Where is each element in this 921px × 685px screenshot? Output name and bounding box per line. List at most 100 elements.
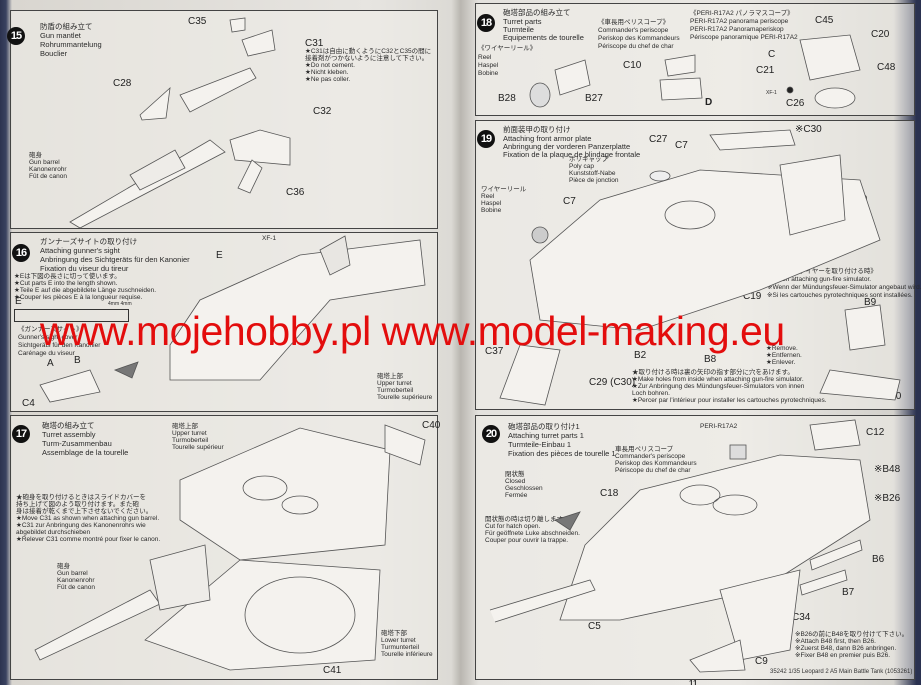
label-line: 砲身	[29, 152, 42, 159]
label-line: Gunner's sight cover	[18, 334, 78, 341]
part-c32: C32	[313, 106, 332, 117]
label-line: Fût de canon	[29, 173, 67, 180]
label-line: Commander's periscope	[598, 27, 669, 34]
part-c7: C7	[675, 140, 688, 151]
label-line: 閉状態	[505, 471, 525, 478]
part-c30: C30	[883, 391, 902, 402]
label-line: PERI-R17A2 panorama periscope	[690, 18, 789, 25]
part-c37: C37	[485, 346, 504, 357]
label-line: Geschlossen	[505, 485, 543, 492]
note-line: ※When attaching gun-fire simulator.	[767, 276, 872, 283]
step-17-title-en: Turret assembly	[42, 430, 96, 439]
label-line: Turmoberteil	[377, 387, 414, 394]
label-line: Kanonenrohr	[29, 166, 67, 173]
note-line: ★Move C31 as shown when attaching gun ba…	[16, 515, 160, 522]
part-b9: B9	[864, 297, 877, 308]
note-line: ※Fixer B48 en premier puis B26.	[795, 652, 891, 659]
label-line: Haspel	[478, 62, 499, 69]
part-c: C	[768, 49, 776, 60]
note-line: ★Eは下図の長さに切って使います。	[14, 273, 121, 280]
part-c4: C4	[22, 398, 35, 409]
label-line: Bobine	[478, 70, 499, 77]
note-line: ★C31 zur Anbringung des Kanonenrohrs wie	[16, 522, 146, 529]
label-line: Haspel	[481, 200, 502, 207]
label-line: Turmunterteil	[381, 644, 420, 651]
part-a: A	[47, 358, 54, 369]
peri-label: PERI-R17A2	[700, 423, 738, 430]
part-c26: C26	[786, 98, 805, 109]
note-line: Cut for hatch open.	[485, 523, 541, 530]
note-line: ★Make holes from inside when attaching g…	[632, 376, 804, 383]
label-line: Tourelle inférieure	[381, 651, 433, 658]
step-15-number: 15	[7, 27, 25, 45]
note-line: ★Cut parts E into the length shown.	[14, 280, 118, 287]
step-18-title-en: Turret parts	[503, 17, 542, 26]
label-line: 《PERI-R17A2 パノラマスコープ》	[690, 10, 794, 17]
label-line: PERI-R17A2 Panoramaperiskop	[690, 26, 784, 33]
label-line: Periskop des Kommandeurs	[598, 35, 680, 42]
part-c36: C36	[286, 187, 305, 198]
note-line: ★Ne pas coller.	[305, 76, 351, 83]
step-18-title-de: Turmteile	[503, 25, 534, 34]
note-line: abgebildet durchschieben	[16, 529, 91, 536]
step-16-title-en: Attaching gunner's sight	[40, 246, 120, 255]
part-c29-c30: C29 (C30)	[589, 377, 636, 388]
note-line: ※《シムファイヤーを取り付ける時》	[767, 268, 877, 275]
label-line: Fermée	[505, 492, 528, 499]
label-line: Périscope du chef de char	[598, 43, 674, 50]
part-b2: B2	[634, 350, 647, 361]
label-line: 車長用ペリスコープ	[615, 446, 674, 453]
note-line: ★Do not cement.	[305, 62, 355, 69]
label-line: Upper turret	[377, 380, 412, 387]
note-line: ※Attach B48 first, then B26.	[795, 638, 876, 645]
part-e-length-diagram	[14, 309, 129, 322]
step-19-title-de: Anbringung der vorderen Panzerplatte	[503, 142, 631, 151]
part-b8: B8	[704, 354, 717, 365]
note-line: ★C31は自由に動くようにC32とC35の間に	[305, 48, 432, 55]
part-c9: C9	[755, 656, 768, 667]
part-c30-optional: ※C30	[795, 124, 822, 135]
part-c31: C31	[305, 38, 324, 49]
step-20-number: 20	[482, 425, 500, 443]
label-line: Sichtgeräts für den Kanonier	[18, 342, 101, 349]
step-20-title-fr: Fixation des pièces de tourelle 1	[508, 449, 616, 458]
part-c27: C27	[649, 134, 668, 145]
part-c5: C5	[588, 621, 601, 632]
part-c28: C28	[113, 78, 132, 89]
step-18-number: 18	[477, 14, 495, 32]
note-line: ※B26の前にB48を取り付けて下さい。	[795, 631, 909, 638]
note-line: ★Entfernen.	[766, 352, 802, 359]
part-b27: B27	[585, 93, 603, 104]
part-c45: C45	[815, 15, 834, 26]
step-17-title-fr: Assemblage de la tourelle	[42, 448, 129, 457]
label-line: 《ガンナーズサイト》	[18, 326, 83, 333]
cut-dimensions: 4mm 4mm	[108, 301, 132, 307]
label-line: Tourelle supérieure	[377, 394, 433, 401]
part-c18: C18	[600, 488, 619, 499]
label-line: Kanonenrohr	[57, 577, 95, 584]
label-line: Périscope panoramique PERI-R17A2	[690, 34, 798, 41]
step-15-title-jp: 防盾の組み立て	[40, 22, 93, 31]
part-b6: B6	[872, 554, 885, 565]
note-line: ★Couper les pièces E à la longueur requi…	[14, 294, 143, 301]
label-line: 砲身	[57, 563, 70, 570]
step-17-number: 17	[12, 425, 30, 443]
label-line: Fût de canon	[57, 584, 95, 591]
step-15-title-fr: Bouclier	[40, 49, 68, 58]
step-20-title-jp: 砲塔部品の取り付け1	[508, 422, 580, 431]
note-line: 開状態の時は切り離します。	[485, 516, 569, 523]
step-16-title-de: Anbringung des Sichtgeräts für den Kanon…	[40, 255, 190, 264]
note-line: ★取り付ける時は裏の矢印の指す部分に穴をあけます。	[632, 369, 794, 376]
part-c29: C29	[849, 194, 868, 205]
label-line: Pièce de jonction	[569, 177, 619, 184]
part-b48: ※B48	[874, 464, 901, 475]
note-line: ★Nicht kleben.	[305, 69, 349, 76]
part-c48: C48	[877, 62, 896, 73]
part-b: B	[74, 355, 81, 366]
note-line: ★Relever C31 comme montré pour fixer le …	[16, 536, 161, 543]
note-line: ★Teile E auf die abgebildete Länge zusch…	[14, 287, 157, 294]
label-line: 《車長用ペリスコープ》	[598, 19, 670, 26]
step-19-title-fr: Fixation de la plaque de blindage fronta…	[503, 150, 641, 159]
label-line: 砲塔上部	[172, 423, 198, 430]
step-19-title-en: Attaching front armor plate	[503, 134, 592, 143]
